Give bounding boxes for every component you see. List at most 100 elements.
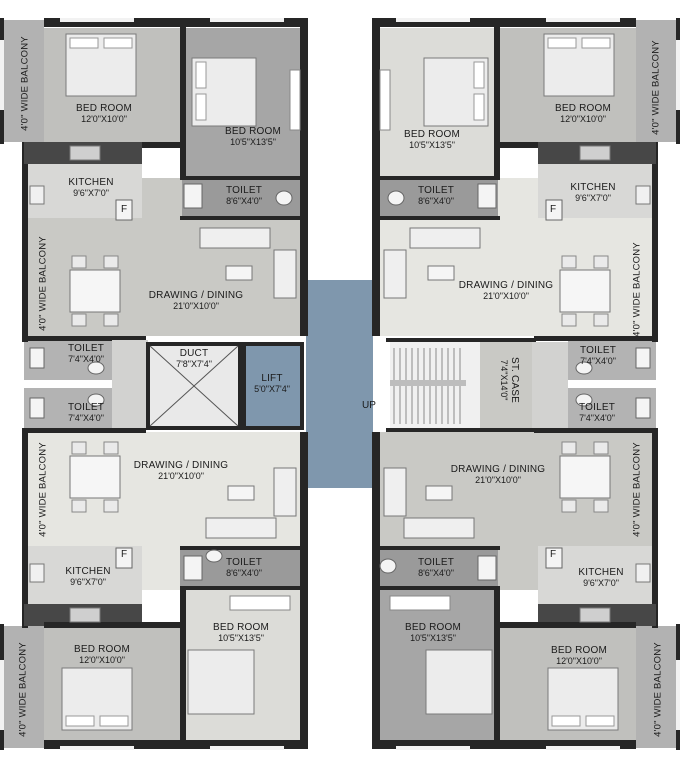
- drawing-floor: [498, 178, 538, 222]
- balcony-strip: [636, 20, 676, 142]
- drawing-floor: [142, 546, 182, 590]
- room-dimension: 7'4"X4'0": [579, 413, 615, 423]
- bed: [187, 649, 255, 715]
- fridge-label: F: [550, 549, 557, 560]
- dining-table: [559, 269, 611, 313]
- balcony-label: 4'0" WIDE BALCONY: [631, 442, 643, 537]
- sofa: [409, 227, 481, 249]
- room-name: BED ROOM: [73, 644, 131, 655]
- fridge: [115, 199, 133, 221]
- room-name: BED ROOM: [75, 103, 133, 114]
- balcony-label: 4'0" WIDE BALCONY: [37, 236, 49, 331]
- dining-table: [559, 455, 611, 499]
- fridge: [545, 199, 563, 221]
- sofa: [205, 517, 277, 539]
- sofa: [383, 467, 407, 517]
- drawing-floor: [142, 178, 182, 222]
- room-dimension: 21'0"X10'0": [158, 471, 204, 481]
- room-name: LIFT: [261, 373, 283, 384]
- room-name: TOILET: [417, 185, 455, 196]
- flat-top-right: [372, 18, 680, 380]
- sofa: [199, 227, 271, 249]
- room-name: TOILET: [225, 185, 263, 196]
- room-dimension: 7'4"X4'0": [68, 354, 104, 364]
- room-dimension: 10'5"X13'5": [410, 633, 456, 643]
- room-name: TOILET: [67, 402, 105, 413]
- dining-table: [69, 455, 121, 499]
- fridge-label: F: [121, 204, 128, 215]
- room-dimension: 21'0"X10'0": [173, 301, 219, 311]
- balcony-label: 4'0" WIDE BALCONY: [17, 642, 29, 737]
- room-name: TOILET: [579, 345, 617, 356]
- sofa: [403, 517, 475, 539]
- room-dimension: 8'6"X4'0": [418, 568, 454, 578]
- room-dimension: 9'6"X7'0": [73, 188, 109, 198]
- room-dimension: 9'6"X7'0": [70, 577, 106, 587]
- flat-bottom-left: [0, 388, 308, 750]
- room-name: KITCHEN: [578, 567, 624, 578]
- room-name: BED ROOM: [212, 622, 270, 633]
- sofa: [273, 467, 297, 517]
- fridge: [545, 547, 563, 569]
- room-dimension: 12'0"X10'0": [79, 655, 125, 665]
- room-dimension: 10'5"X13'5": [409, 140, 455, 150]
- room-dimension: 7'4"X4'0": [68, 413, 104, 423]
- room-dimension: 7'4"X14'0": [499, 359, 509, 401]
- room-dimension: 12'0"X10'0": [556, 656, 602, 666]
- balcony-label: 4'0" WIDE BALCONY: [650, 40, 662, 135]
- dining-table: [69, 269, 121, 313]
- fridge-label: F: [121, 549, 128, 560]
- room-dimension: 12'0"X10'0": [81, 114, 127, 124]
- balcony-label: 4'0" WIDE BALCONY: [652, 642, 664, 737]
- room-dimension: 5'0"X7'4": [254, 384, 290, 394]
- room-dimension: 8'6"X4'0": [226, 196, 262, 206]
- room-dimension: 8'6"X4'0": [418, 196, 454, 206]
- room-name: BED ROOM: [224, 126, 282, 137]
- sofa: [383, 249, 407, 299]
- balcony-strip: [636, 626, 676, 748]
- room-name: DRAWING / DINING: [458, 280, 554, 291]
- room-name: KITCHEN: [68, 177, 114, 188]
- room-dimension: 7'8"X7'4": [176, 359, 212, 369]
- room-dimension: 21'0"X10'0": [475, 475, 521, 485]
- fridge: [115, 547, 133, 569]
- sofa: [273, 249, 297, 299]
- room-name: DRAWING / DINING: [133, 460, 229, 471]
- room-name: BED ROOM: [550, 645, 608, 656]
- balcony-label: 4'0" WIDE BALCONY: [631, 242, 643, 337]
- room-dimension: 12'0"X10'0": [560, 114, 606, 124]
- room-name: KITCHEN: [65, 566, 111, 577]
- central-lift-core: [306, 280, 373, 488]
- stair-up-label: UP: [362, 400, 376, 411]
- room-name: BED ROOM: [554, 103, 612, 114]
- room-dimension: 10'5"X13'5": [230, 137, 276, 147]
- central-core: [112, 338, 568, 432]
- room-name: ST. CASE: [509, 356, 520, 404]
- room-name: BED ROOM: [404, 622, 462, 633]
- room-name: TOILET: [67, 343, 105, 354]
- bed: [425, 649, 493, 715]
- balcony-label: 4'0" WIDE BALCONY: [19, 36, 31, 131]
- room-name: TOILET: [225, 557, 263, 568]
- room-dimension: 21'0"X10'0": [483, 291, 529, 301]
- balcony-label: 4'0" WIDE BALCONY: [37, 442, 49, 537]
- room-name: DRAWING / DINING: [450, 464, 546, 475]
- drawing-floor: [498, 546, 538, 590]
